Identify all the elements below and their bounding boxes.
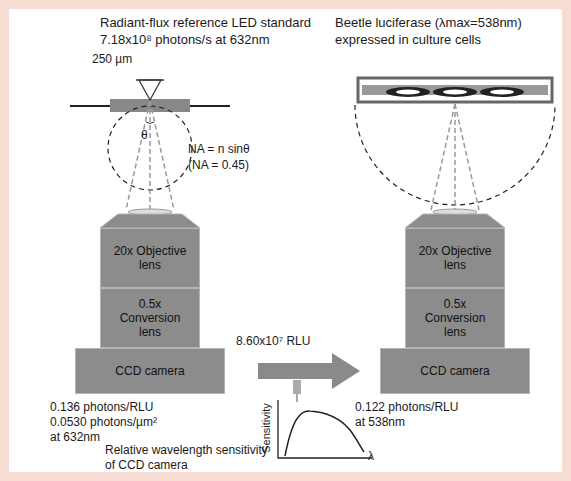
- conversion-lens: 0.5x Conversion lens: [100, 288, 200, 348]
- title-text: expressed in culture cells: [335, 33, 481, 47]
- formula-label: NA = n sinθ: [188, 142, 250, 156]
- node-text: 20x Objective lens: [109, 244, 191, 272]
- formula-label: (NA = 0.45): [188, 158, 249, 172]
- node-text: 20x Objective lens: [414, 244, 496, 272]
- node-text: 0.5x Conversion lens: [414, 297, 496, 339]
- angle-symbol: θ: [141, 128, 148, 142]
- ccd-camera: CCD camera: [75, 348, 225, 394]
- node-text: CCD camera: [115, 364, 184, 378]
- title-text: Beetle luciferase (λmax=538nm): [335, 16, 522, 30]
- dimension-label: 250 µm: [92, 52, 132, 66]
- result-value: 0.0530 photons/µm²: [50, 415, 157, 429]
- caption-note: Relative wavelength sensitivity: [105, 443, 268, 457]
- title-text: 7.18x10⁸ photons/s at 632nm: [100, 33, 270, 47]
- conversion-lens: 0.5x Conversion lens: [405, 288, 505, 348]
- result-value: 0.136 photons/RLU: [50, 400, 153, 414]
- result-value: at 632nm: [50, 430, 100, 444]
- result-value: at 538nm: [355, 415, 405, 429]
- title-text: Radiant-flux reference LED standard: [100, 16, 311, 30]
- axis-label: λ: [368, 449, 374, 463]
- caption-note: of CCD camera: [105, 458, 188, 472]
- objective-lens: 20x Objective lens: [100, 228, 200, 288]
- ccd-camera: CCD camera: [380, 348, 530, 394]
- result-value: 0.122 photons/RLU: [355, 400, 458, 414]
- measurement-value: 8.60x10⁷ RLU: [236, 334, 310, 348]
- node-text: CCD camera: [420, 364, 489, 378]
- node-text: 0.5x Conversion lens: [109, 297, 191, 339]
- axis-label: Sensitivity: [259, 403, 273, 453]
- objective-lens: 20x Objective lens: [405, 228, 505, 288]
